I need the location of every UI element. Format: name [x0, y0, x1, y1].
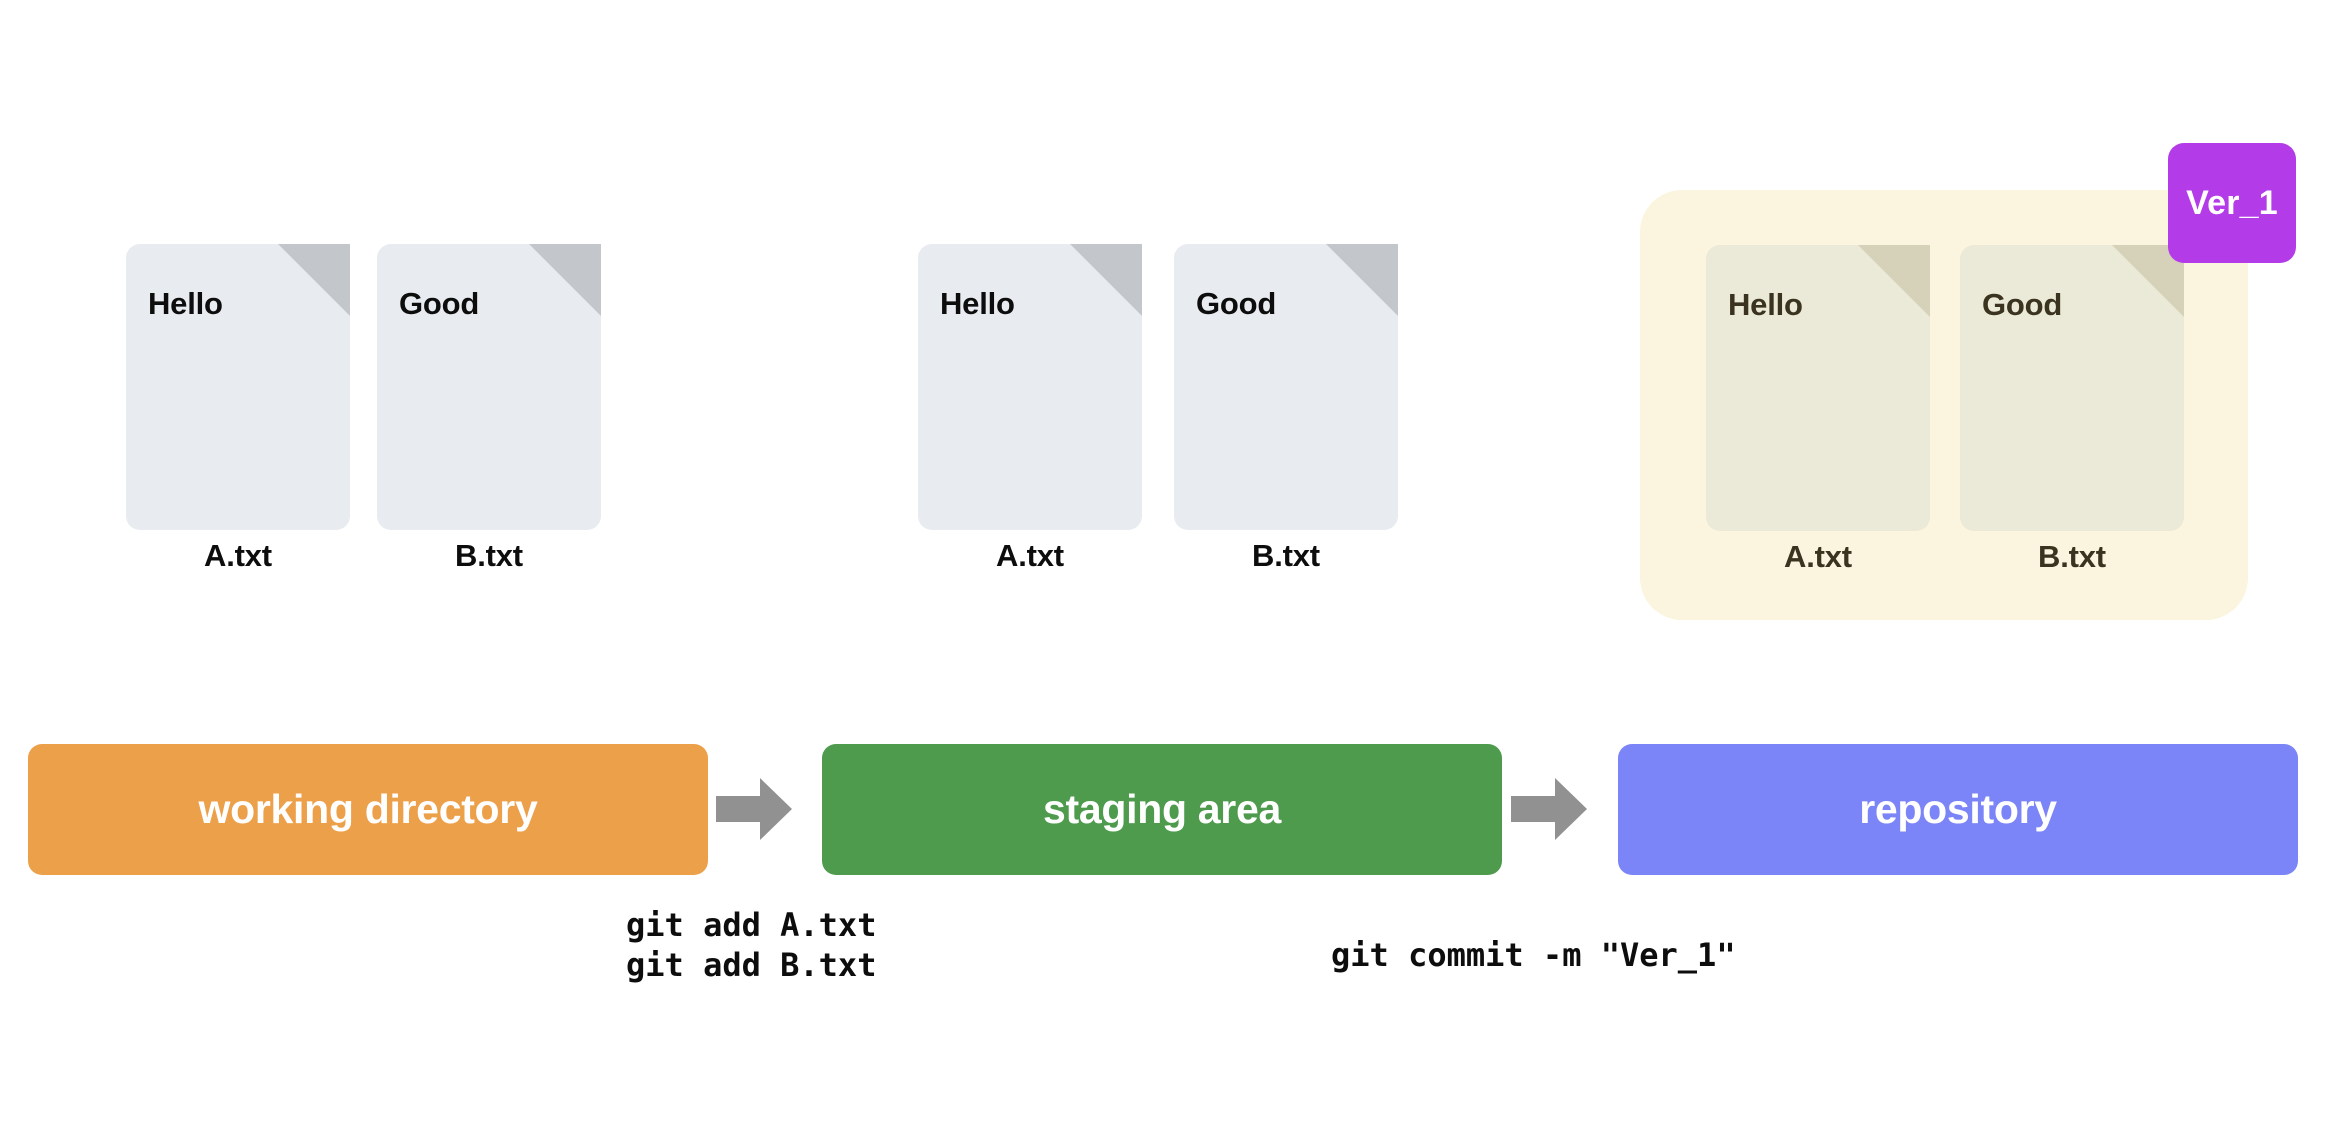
- file-document-icon: Hello: [1706, 245, 1930, 531]
- file-name-label: B.txt: [2038, 539, 2106, 574]
- file-group-working-a: Hello A.txt: [126, 244, 350, 573]
- file-page: [377, 244, 601, 530]
- version-badge: Ver_1: [2168, 143, 2296, 263]
- file-name-label: A.txt: [204, 538, 272, 573]
- file-group-working-b: Good B.txt: [377, 244, 601, 573]
- file-page: [1960, 245, 2184, 531]
- file-page: [918, 244, 1142, 530]
- file-document-icon: Good: [377, 244, 601, 530]
- file-name-label: B.txt: [455, 538, 523, 573]
- file-content-text: Hello: [940, 286, 1015, 321]
- file-group-repository-a: Hello A.txt: [1706, 245, 1930, 574]
- file-content-text: Hello: [1728, 287, 1803, 322]
- file-group-staging-b: Good B.txt: [1174, 244, 1398, 573]
- file-page: [126, 244, 350, 530]
- command-git-add: git add A.txt git add B.txt: [626, 906, 877, 985]
- version-badge-label: Ver_1: [2186, 183, 2278, 222]
- command-git-commit: git commit -m "Ver_1": [1331, 936, 1736, 974]
- file-name-label: A.txt: [996, 538, 1064, 573]
- right-arrow-icon: [1511, 778, 1587, 840]
- right-arrow-icon: [716, 778, 792, 840]
- file-group-repository-b: Good B.txt: [1960, 245, 2184, 574]
- file-content-text: Good: [1982, 287, 2063, 322]
- file-content-text: Good: [1196, 286, 1277, 321]
- stage-label-staging-area: staging area: [1043, 786, 1281, 832]
- file-content-text: Good: [399, 286, 480, 321]
- file-content-text: Hello: [148, 286, 223, 321]
- stage-label-working-directory: working directory: [198, 786, 538, 832]
- file-document-icon: Hello: [918, 244, 1142, 530]
- file-name-label: B.txt: [1252, 538, 1320, 573]
- file-name-label: A.txt: [1784, 539, 1852, 574]
- stage-bar-working-directory[interactable]: working directory: [28, 744, 708, 875]
- file-document-icon: Good: [1174, 244, 1398, 530]
- stage-label-repository: repository: [1859, 786, 2057, 832]
- file-document-icon: Good: [1960, 245, 2184, 531]
- stage-bar-staging-area[interactable]: staging area: [822, 744, 1502, 875]
- file-page: [1706, 245, 1930, 531]
- stage-bar-repository[interactable]: repository: [1618, 744, 2298, 875]
- file-document-icon: Hello: [126, 244, 350, 530]
- file-group-staging-a: Hello A.txt: [918, 244, 1142, 573]
- file-page: [1174, 244, 1398, 530]
